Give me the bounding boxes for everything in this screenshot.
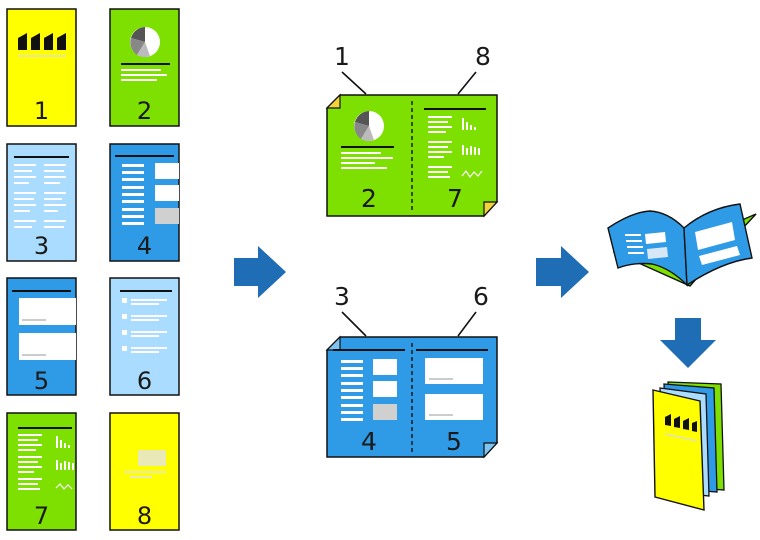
closed-booklet-icon <box>652 381 725 511</box>
cover-logo-icon <box>665 414 697 432</box>
page-number: 5 <box>34 367 49 395</box>
pie-chart-icon <box>354 111 384 142</box>
source-page-5: 5 <box>6 277 77 396</box>
line-chart-icon <box>55 483 73 490</box>
bar-chart-icon <box>462 145 480 155</box>
page-number: 3 <box>34 232 49 260</box>
line-chart-icon <box>461 169 483 179</box>
right-arrow-icon <box>536 246 589 298</box>
page-number: 7 <box>34 502 49 530</box>
cover-logo-icon <box>18 33 66 57</box>
source-page-7: 7 <box>6 412 77 531</box>
page-number: 8 <box>137 502 152 530</box>
source-page-1: 1 <box>6 8 77 127</box>
right-arrow-icon <box>234 246 286 298</box>
pie-chart-icon <box>130 27 160 58</box>
bar-chart-icon <box>56 436 70 448</box>
printed-sheet-2: 3 6 4 5 <box>325 282 499 459</box>
page-number: 6 <box>137 367 152 395</box>
down-arrow-icon <box>660 318 716 368</box>
sheet-label-top-right: 6 <box>473 282 489 311</box>
open-booklet-icon <box>607 203 757 287</box>
source-page-6: 6 <box>109 277 180 396</box>
source-page-3: 3 <box>6 143 77 262</box>
source-page-4: 4 <box>109 143 180 262</box>
sheet-page-left: 2 <box>361 184 377 213</box>
page-number: 2 <box>137 97 152 125</box>
page-number: 4 <box>137 232 152 260</box>
source-page-8: 8 <box>109 412 180 531</box>
sheet-page-right: 7 <box>447 184 463 213</box>
source-page-2: 2 <box>109 8 180 127</box>
page-number: 1 <box>34 97 49 125</box>
sheet-label-top-left: 1 <box>334 42 350 71</box>
sheet-label-top-left: 3 <box>334 282 350 311</box>
sheet-page-left: 4 <box>361 427 377 456</box>
bar-chart-icon <box>462 118 476 130</box>
printed-sheet-1: 1 8 <box>325 42 499 218</box>
sheet-label-top-right: 8 <box>475 42 491 71</box>
bar-chart-icon <box>56 460 74 470</box>
sheet-page-right: 5 <box>446 427 462 456</box>
